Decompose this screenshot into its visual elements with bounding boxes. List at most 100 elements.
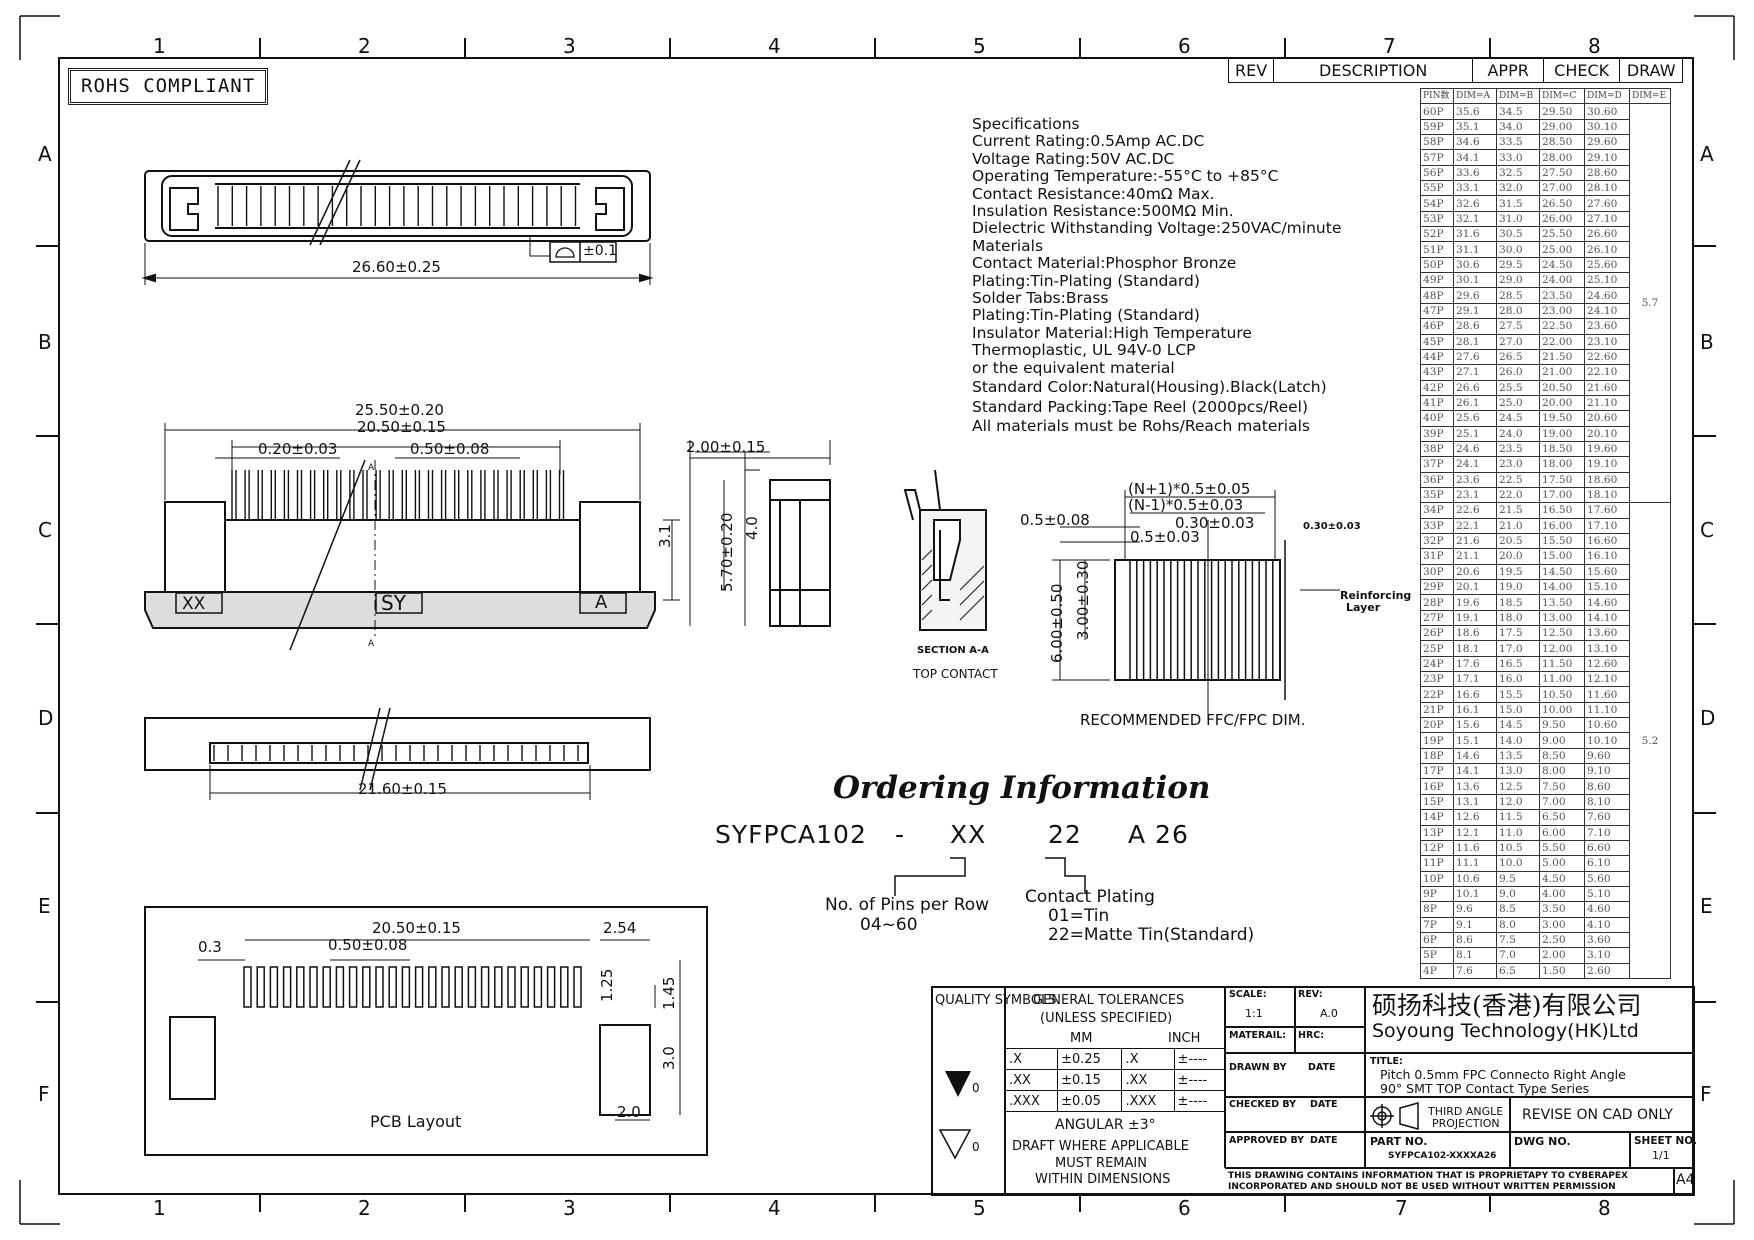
pin-table-cell: 8.6 [1453, 931, 1497, 949]
side-view [689, 440, 831, 627]
pin-table-cell: 2.50 [1539, 931, 1585, 949]
pin-table-cell: 31.6 [1453, 226, 1497, 243]
pin-table-cell: 23.5 [1496, 440, 1540, 458]
pin-table-cell: 32P [1420, 532, 1454, 550]
pin-table-cell: 3.10 [1584, 947, 1630, 964]
pin-table-cell: 29.60 [1584, 134, 1630, 151]
zone-row-b-right: B [1700, 330, 1714, 354]
pcb-pad [507, 966, 516, 1008]
pin-table-cell: 33.6 [1453, 164, 1497, 182]
pcb-pad [546, 966, 556, 1008]
pin-table-cell: 29.10 [1584, 149, 1630, 166]
pin-table-cell: 17.10 [1584, 517, 1630, 534]
pin-table-cell: 13.10 [1584, 640, 1630, 657]
pin-table-cell: 15.60 [1584, 563, 1630, 581]
dim-front-pin-width: 0.20±0.03 [258, 440, 338, 458]
pin-table-cell: 25.00 [1539, 241, 1585, 258]
zone-row-c-right: C [1700, 518, 1714, 542]
pin-table-cell: 8.5 [1496, 901, 1540, 918]
pin-table-cell: 27.6 [1453, 348, 1497, 366]
pin-table-cell: 20.5 [1496, 532, 1540, 550]
pin-table-cell: 14.50 [1539, 563, 1585, 581]
pin-table-cell: 18P [1420, 747, 1454, 765]
pin-table-cell: 16.6 [1453, 686, 1497, 703]
pin-table-cell: 27.10 [1584, 210, 1630, 228]
tb-title-label: TITLE: [1370, 1056, 1403, 1067]
pin-table-cell: 17.5 [1496, 625, 1540, 642]
pin-table-cell: 14.5 [1496, 717, 1540, 734]
pin-table-cell: 9.1 [1453, 916, 1497, 933]
tb-company-en: Soyoung Technology(HK)Ltd [1372, 1020, 1639, 1042]
pin-table-cell: 32.1 [1453, 210, 1497, 228]
pcb-pad [494, 966, 503, 1008]
pcb-pad [375, 966, 384, 1008]
tolerance-cell: .X [1004, 1048, 1059, 1070]
zone-row-d: D [38, 706, 54, 730]
pin-table-cell: 24.10 [1584, 302, 1630, 320]
rohs-badge: ROHS COMPLIANT [68, 68, 269, 105]
pcb-pad [441, 966, 450, 1008]
pin-table-cell: 35P [1420, 486, 1454, 504]
pin-table-cell: 17.1 [1453, 671, 1497, 688]
pin-table-cell: 28P [1420, 594, 1454, 611]
tb-scale-label: SCALE: [1229, 989, 1267, 1000]
tb-inch: INCH [1168, 1031, 1201, 1046]
pin-table-cell: 11.6 [1453, 839, 1497, 857]
spec-line: Plating:Tin-Plating (Standard) [972, 271, 1200, 290]
pin-table-cell: 11.00 [1539, 671, 1585, 688]
pin-table-header: DIM=E [1629, 87, 1671, 105]
pin-table-cell: 34P [1420, 502, 1454, 519]
pin-table-cell: 24.6 [1453, 440, 1497, 458]
tb-draft2: MUST REMAIN [1055, 1156, 1147, 1171]
pin-table-cell: 28.50 [1539, 134, 1585, 151]
pin-table-cell: 12.0 [1496, 793, 1540, 811]
dim-side-h1: 5.70±0.20 [718, 512, 736, 592]
pin-table-cell: 34.5 [1496, 103, 1540, 120]
tb-symbol-2: 0 [972, 1140, 980, 1154]
corner-marks [19, 15, 1735, 1225]
tolerance-cell: ±---- [1173, 1090, 1226, 1112]
zone-col-3-bottom: 3 [563, 1196, 576, 1220]
tolerance-cell: .X [1121, 1048, 1175, 1070]
pin-table-cell: 53P [1420, 210, 1454, 228]
pcb-pad [454, 966, 463, 1008]
tb-notice-1: THIS DRAWING CONTAINS INFORMATION THAT I… [1228, 1171, 1628, 1181]
spec-line: Standard Packing:Tape Reel (2000pcs/Reel… [972, 397, 1309, 416]
pin-table-cell: 20P [1420, 717, 1454, 734]
pin-table-cell: 25.6 [1453, 410, 1497, 427]
pin-table-cell: 24P [1420, 655, 1454, 673]
pin-table-cell: 28.00 [1539, 149, 1585, 166]
pin-table-cell: 58P [1420, 134, 1454, 151]
ordering-pins-range: 04~60 [860, 915, 918, 935]
pin-table-cell: 28.0 [1496, 302, 1540, 320]
zone-col-3: 3 [563, 34, 576, 58]
spec-line: Insulator Material:High Temperature [972, 323, 1252, 342]
pin-table-header: DIM=A [1453, 87, 1497, 105]
pin-table-cell: 23.6 [1453, 471, 1497, 488]
pin-table-cell: 16.10 [1584, 548, 1630, 565]
dim-front-pitch-span: 20.50±0.15 [357, 418, 446, 436]
pin-table-cell: 37P [1420, 456, 1454, 473]
pin-table-cell: 9.50 [1539, 717, 1585, 734]
pin-table-cell: 11.10 [1584, 701, 1630, 719]
tolerance-cell: .XX [1121, 1069, 1175, 1091]
pin-table-cell: 34.0 [1496, 118, 1540, 136]
ordering-plating-tin: 01=Tin [1048, 906, 1110, 926]
zone-row-e-right: E [1700, 894, 1713, 918]
pin-table-cell: 22.00 [1539, 333, 1585, 350]
pin-table-cell: 17.60 [1584, 502, 1630, 519]
pin-table-cell: 23P [1420, 671, 1454, 688]
pin-table-dim-e: 5.7 [1629, 103, 1671, 504]
tb-title-line2: 90° SMT TOP Contact Type Series [1380, 1081, 1590, 1096]
